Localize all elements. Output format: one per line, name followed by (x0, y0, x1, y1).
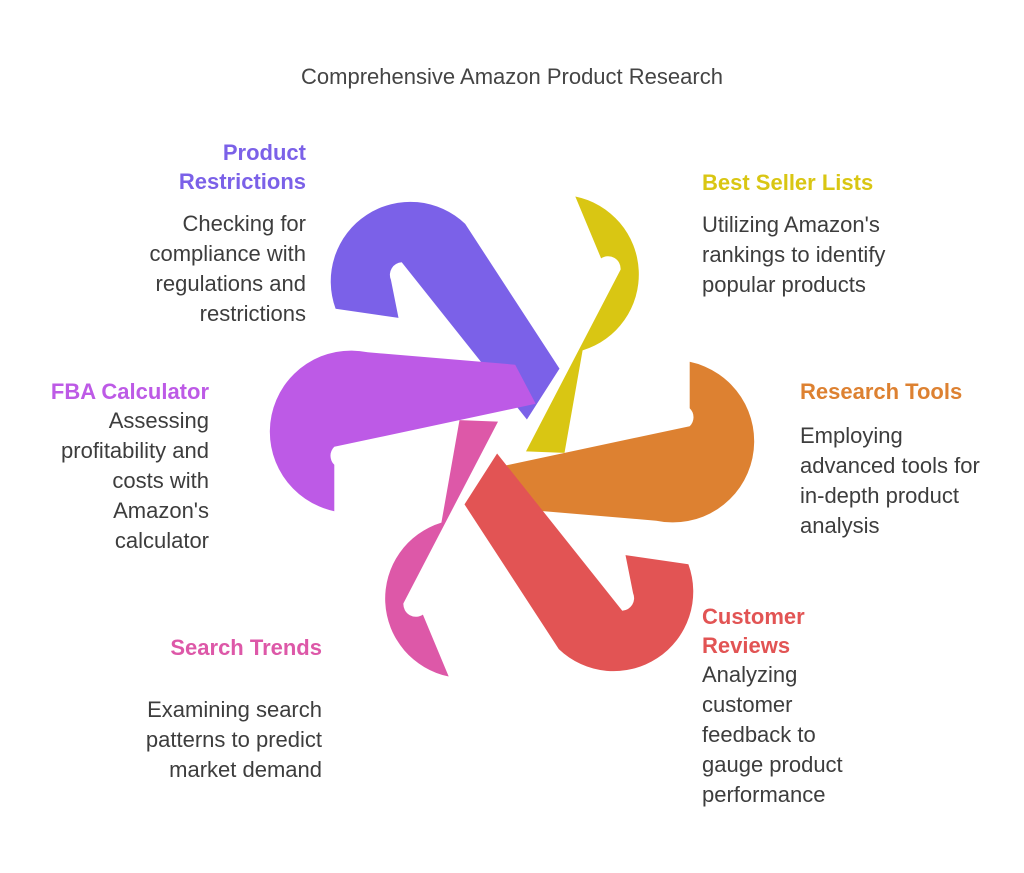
research-tools-description: Employing advanced tools for in-depth pr… (800, 423, 980, 538)
loop-customer-reviews (464, 453, 694, 672)
best-seller-lists-title: Best Seller Lists (702, 170, 874, 195)
label-fba-calculator: FBA Calculator Assessing profitability a… (19, 377, 209, 556)
loop-best-seller-lists (526, 196, 639, 453)
product-restrictions-description: Checking for compliance with regulations… (149, 211, 306, 326)
loop-research-tools (488, 361, 755, 523)
fba-calculator-title: FBA Calculator (50, 379, 209, 404)
label-search-trends: Search Trends Examining search patterns … (82, 633, 322, 785)
search-trends-description: Examining search patterns to predict mar… (145, 697, 322, 782)
search-trends-title: Search Trends (170, 635, 322, 660)
fba-calculator-description: Assessing profitability and costs with A… (61, 408, 209, 553)
label-research-tools: Research Tools Employing advanced tools … (800, 377, 1010, 541)
customer-reviews-description: Analyzing customer feedback to gauge pro… (702, 662, 843, 807)
label-customer-reviews: Customer Reviews Analyzing customer feed… (702, 602, 882, 810)
best-seller-lists-description: Utilizing Amazon's rankings to identify … (702, 212, 886, 297)
label-best-seller-lists: Best Seller Lists Utilizing Amazon's ran… (702, 168, 922, 300)
loop-search-trends (385, 420, 498, 677)
research-tools-title: Research Tools (800, 379, 963, 404)
label-product-restrictions: Product Restrictions Checking for compli… (66, 138, 306, 329)
customer-reviews-title: Customer Reviews (702, 604, 805, 658)
diagram-title: Comprehensive Amazon Product Research (301, 64, 723, 89)
product-restrictions-title: Product Restrictions (178, 140, 306, 194)
loop-fba-calculator (269, 350, 536, 512)
